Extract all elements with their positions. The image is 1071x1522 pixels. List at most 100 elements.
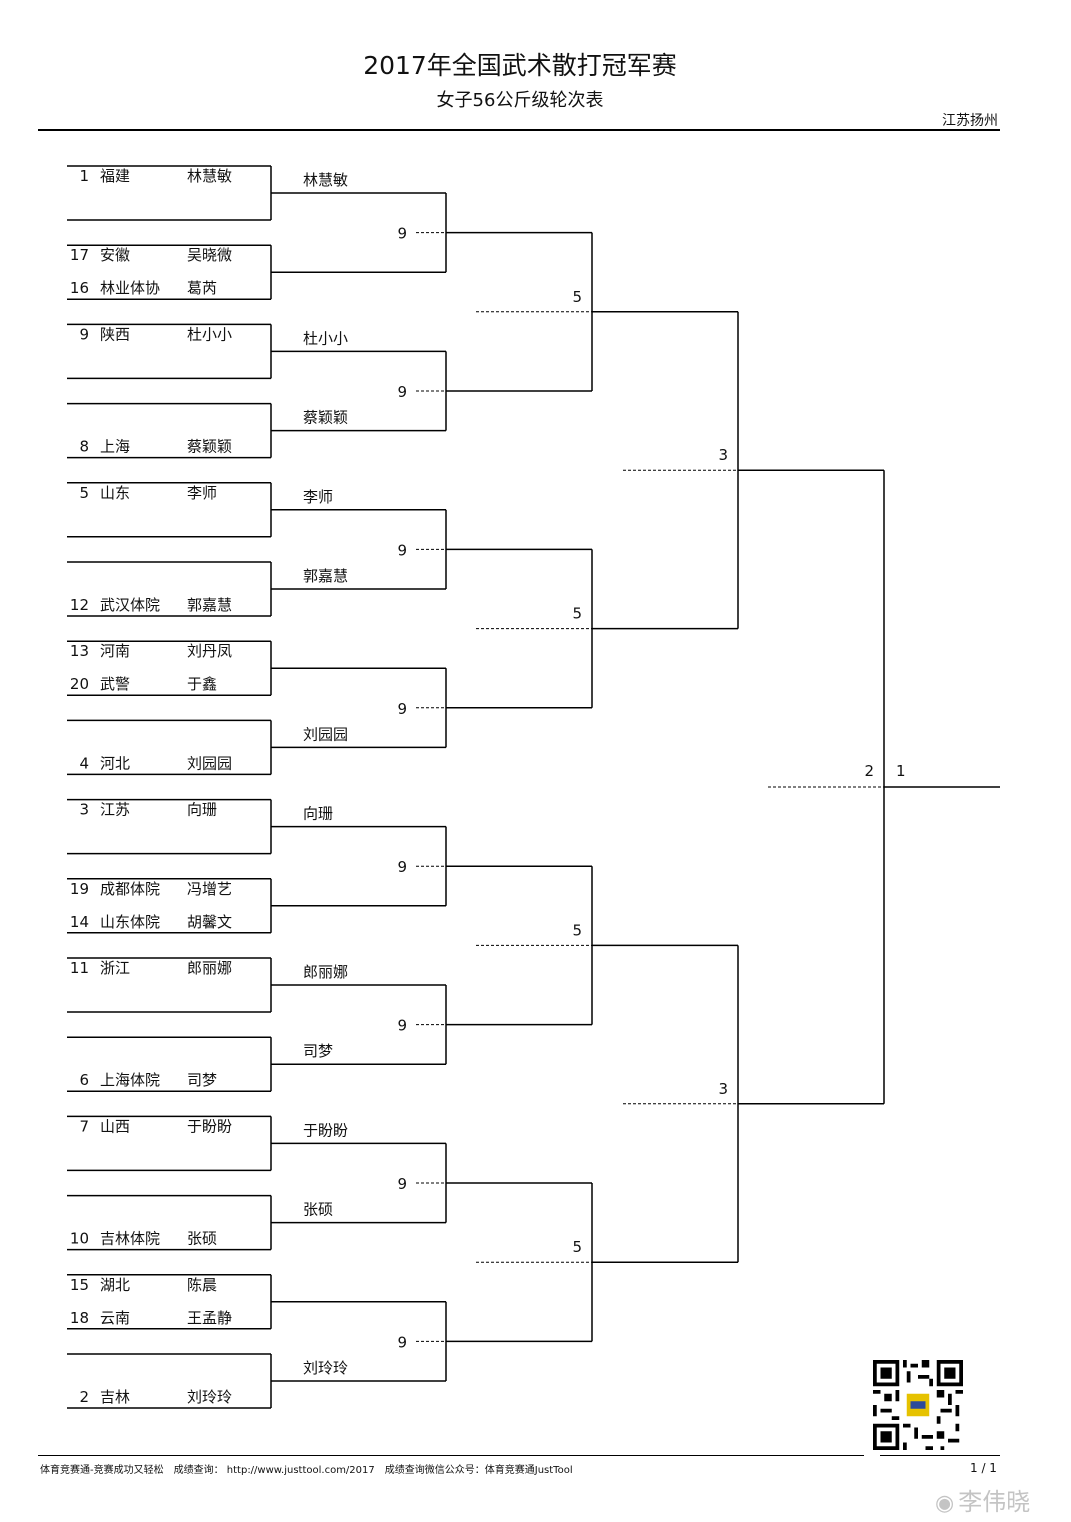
seed-number: 14: [70, 913, 89, 931]
team-name: 河北: [100, 754, 130, 772]
bout-number-label: 9: [397, 858, 407, 876]
winner-name: 向珊: [303, 805, 333, 823]
team-name: 浙江: [100, 959, 130, 977]
team-name: 安徽: [100, 246, 130, 264]
team-name: 上海: [100, 438, 130, 456]
team-name: 江苏: [100, 801, 130, 819]
athlete-name: 葛芮: [187, 279, 217, 297]
team-name: 福建: [100, 167, 130, 185]
seed-number: 16: [70, 279, 89, 297]
seed-number: 3: [79, 801, 89, 819]
team-name: 云南: [100, 1309, 130, 1327]
location-label: 江苏扬州: [942, 113, 998, 129]
qr-code-icon: [873, 1360, 963, 1450]
seed-number: 7: [79, 1117, 89, 1135]
footer-rule: [38, 1455, 864, 1456]
team-name: 吉林体院: [100, 1230, 160, 1248]
champion-label: 1: [896, 762, 906, 780]
team-name: 吉林: [100, 1388, 130, 1406]
seed-number: 2: [79, 1388, 89, 1406]
athlete-name: 冯增艺: [187, 880, 232, 898]
seed-number: 5: [79, 484, 89, 502]
team-name: 武汉体院: [100, 596, 160, 614]
athlete-name: 于盼盼: [187, 1117, 232, 1135]
header-rule: [38, 129, 1000, 131]
winner-name: 李师: [303, 488, 333, 506]
weibo-watermark: ◉李伟晓: [935, 1482, 1030, 1517]
athlete-name: 吴晓微: [187, 246, 232, 264]
team-name: 武警: [100, 675, 130, 693]
bout-number-label: 9: [397, 700, 407, 718]
seed-number: 13: [70, 642, 89, 660]
team-name: 湖北: [100, 1276, 130, 1294]
final-bout-label: 2: [864, 762, 874, 780]
team-name: 山东体院: [100, 913, 160, 931]
seed-number: 19: [70, 880, 89, 898]
watermark-text: 李伟晓: [958, 1488, 1031, 1516]
athlete-name: 林慧敏: [187, 167, 232, 185]
bout-number-label: 3: [718, 446, 728, 464]
page-title: 2017年全国武术散打冠军赛: [363, 51, 677, 80]
seed-number: 11: [70, 959, 89, 977]
athlete-name: 刘玲玲: [187, 1388, 232, 1406]
athlete-name: 蔡颖颖: [187, 438, 232, 456]
seed-number: 18: [70, 1309, 89, 1327]
team-name: 陕西: [100, 325, 130, 343]
bout-number-label: 3: [718, 1080, 728, 1098]
seed-number: 6: [79, 1071, 89, 1089]
team-name: 上海体院: [100, 1071, 160, 1089]
winner-name: 刘玲玲: [303, 1359, 348, 1377]
bout-number-label: 9: [397, 383, 407, 401]
athlete-name: 杜小小: [187, 325, 232, 343]
seed-number: 9: [79, 325, 89, 343]
team-name: 河南: [100, 642, 130, 660]
seed-number: 1: [79, 167, 89, 185]
winner-name: 司梦: [303, 1042, 333, 1060]
athlete-name: 王孟静: [187, 1309, 232, 1327]
bout-number-label: 5: [572, 288, 582, 306]
seed-number: 12: [70, 596, 89, 614]
team-name: 成都体院: [100, 880, 160, 898]
winner-name: 杜小小: [303, 329, 348, 347]
bout-number-label: 9: [397, 225, 407, 243]
winner-name: 刘园园: [303, 725, 348, 743]
athlete-name: 李师: [187, 484, 217, 502]
athlete-name: 于鑫: [187, 675, 217, 693]
seed-number: 8: [79, 438, 89, 456]
athlete-name: 胡馨文: [187, 913, 232, 931]
bout-number-label: 9: [397, 541, 407, 559]
athlete-name: 刘丹凤: [187, 642, 232, 660]
winner-name: 郎丽娜: [303, 963, 348, 981]
winner-name: 蔡颖颖: [303, 409, 348, 427]
athlete-name: 张硕: [187, 1230, 217, 1248]
seed-number: 10: [70, 1230, 89, 1248]
bout-number-label: 5: [572, 1238, 582, 1256]
winner-name: 于盼盼: [303, 1121, 348, 1139]
athlete-name: 郎丽娜: [187, 959, 232, 977]
page-number: 1 / 1: [970, 1461, 997, 1475]
seed-number: 20: [70, 675, 89, 693]
bout-number-label: 9: [397, 1333, 407, 1351]
bout-number-label: 9: [397, 1017, 407, 1035]
athlete-name: 刘园园: [187, 754, 232, 772]
footer-text: 体育竞赛通-竞赛成功又轻松 成绩查询： http://www.justtool.…: [40, 1465, 573, 1476]
seed-number: 17: [70, 246, 89, 264]
winner-name: 郭嘉慧: [303, 567, 348, 585]
team-name: 林业体协: [100, 279, 160, 297]
bout-number-label: 5: [572, 605, 582, 623]
bout-number-label: 5: [572, 921, 582, 939]
bout-number-label: 9: [397, 1175, 407, 1193]
page-subtitle: 女子56公斤级轮次表: [436, 90, 604, 111]
athlete-name: 司梦: [187, 1071, 217, 1089]
footer-rule-right: [880, 1455, 1000, 1456]
weibo-icon: ◉: [935, 1491, 955, 1516]
athlete-name: 向珊: [187, 801, 217, 819]
team-name: 山西: [100, 1117, 130, 1135]
athlete-name: 郭嘉慧: [187, 596, 232, 614]
seed-number: 4: [79, 754, 89, 772]
athlete-name: 陈晨: [187, 1276, 217, 1294]
winner-name: 张硕: [303, 1201, 333, 1219]
team-name: 山东: [100, 484, 130, 502]
winner-name: 林慧敏: [303, 171, 348, 189]
